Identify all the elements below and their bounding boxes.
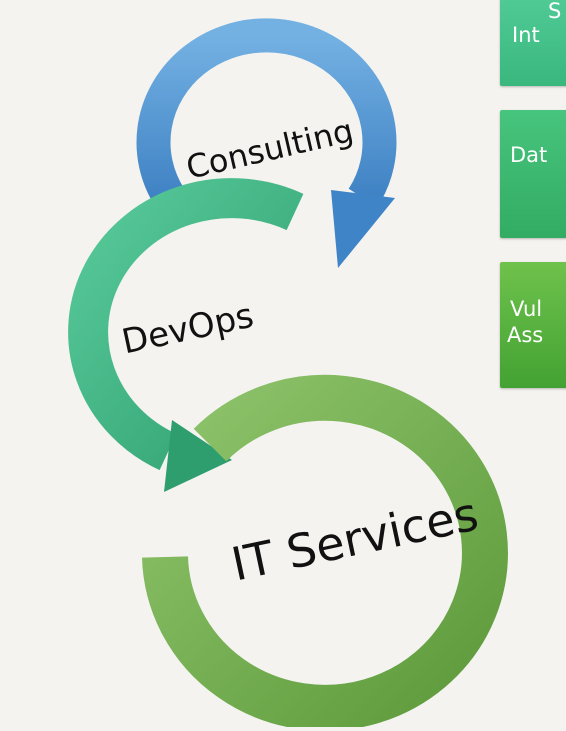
side-box-1-line2: Int — [512, 23, 540, 47]
side-box-2-line1: Dat — [510, 143, 548, 167]
devops-arrow-shape — [68, 178, 304, 471]
side-box-3: Vul Ass — [500, 262, 566, 388]
devops-arrow-head — [164, 420, 232, 492]
side-box-3-line2: Ass — [507, 323, 544, 347]
consulting-arrow-shape — [136, 18, 397, 208]
devops-label: DevOps — [118, 296, 257, 363]
side-box-3-line1: Vul — [510, 297, 543, 321]
consulting-cycle: Consulting — [136, 18, 397, 268]
side-box-1-line1: S — [548, 0, 562, 23]
it-services-cycle: IT Services — [142, 374, 508, 731]
devops-cycle: DevOps — [68, 178, 304, 492]
side-box-1: S Int — [500, 0, 566, 86]
it-services-label: IT Services — [227, 487, 483, 592]
it-services-ring-shape — [142, 374, 508, 731]
consulting-arrow-head — [331, 190, 395, 268]
consulting-label: Consulting — [183, 111, 357, 186]
side-box-2: Dat — [500, 110, 566, 238]
